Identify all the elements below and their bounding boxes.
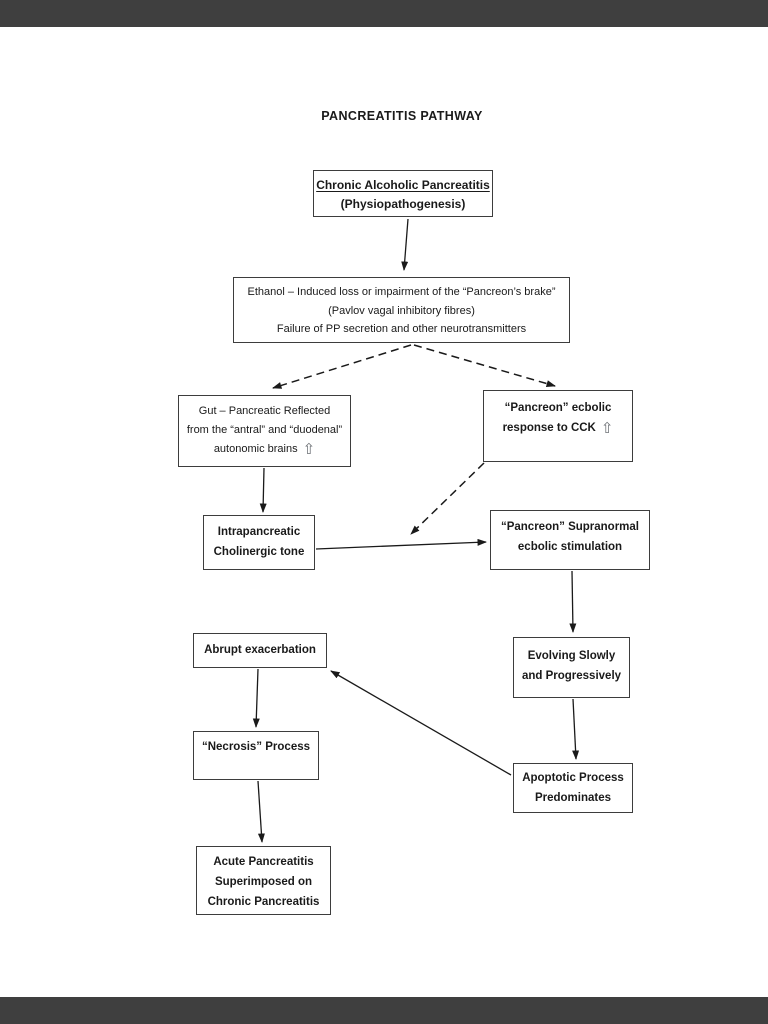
arrow-gut-to-intrapancreatic (259, 467, 267, 513)
arrow-pancreon-to-junction (410, 462, 485, 535)
increase-arrow-icon: ⇧ (302, 440, 316, 458)
arrow-root-to-ethanol (401, 218, 409, 271)
arrow-abrupt-to-necrosis (252, 668, 260, 728)
node-line-text: response to CCK (502, 422, 596, 434)
node-line: “Pancreon” Supranormal (500, 521, 640, 533)
flow-node-necrosis-process: “Necrosis” Process (193, 731, 319, 780)
arrow-intrapancreatic-to-supranormal (315, 538, 487, 550)
node-line: autonomic brains ⇧ (179, 440, 350, 459)
node-line: “Necrosis” Process (201, 741, 311, 753)
viewer-top-bar (0, 0, 768, 27)
page-title: PANCREATITIS PATHWAY (321, 109, 483, 123)
node-line: Abrupt exacerbation (204, 644, 316, 656)
node-line: Failure of PP secretion and other neurot… (276, 323, 527, 335)
flow-node-acute-pancreatitis-superimposed: Acute Pancreatitis Superimposed on Chron… (196, 846, 331, 915)
node-line: (Pavlov vagal inhibitory fibres) (328, 304, 475, 317)
node-line: “Pancreon” ecbolic (504, 402, 612, 414)
flow-node-chronic-alcoholic-pancreatitis: Chronic Alcoholic Pancreatitis (Physiopa… (313, 170, 493, 217)
node-line: Gut – Pancreatic Reflected (198, 405, 331, 417)
node-line: Chronic Alcoholic Pancreatitis (316, 178, 490, 192)
node-line-text: autonomic brains (213, 443, 298, 455)
node-line: Evolving Slowly (527, 650, 616, 662)
flow-node-evolving-slowly-progressively: Evolving Slowly and Progressively (513, 637, 630, 698)
arrow-apoptotic-to-abrupt (330, 670, 512, 776)
node-line: from the “antral” and “duodenal” (186, 424, 343, 436)
arrow-ethanol-to-gut (272, 344, 412, 389)
node-line: Acute Pancreatitis (213, 856, 314, 868)
node-line: Superimposed on (214, 876, 313, 888)
node-line: (Physiopathogenesis) (340, 197, 466, 211)
arrow-evolving-to-apoptotic (572, 698, 580, 760)
flow-node-pancreon-supranormal-stimulation: “Pancreon” Supranormal ecbolic stimulati… (490, 510, 650, 570)
flow-node-ethanol-induced-loss: Ethanol – Induced loss or impairment of … (233, 277, 570, 343)
node-line: Intrapancreatic (217, 526, 301, 538)
node-line: Ethanol – Induced loss or impairment of … (247, 286, 556, 298)
arrow-necrosis-to-acute (257, 780, 265, 843)
node-line: response to CCK ⇧ (484, 418, 632, 438)
flow-node-gut-pancreatic-reflected: Gut – Pancreatic Reflected from the “ant… (178, 395, 351, 467)
node-line: ecbolic stimulation (517, 541, 623, 553)
node-line: Cholinergic tone (213, 546, 305, 558)
arrow-supranormal-to-evolving (569, 570, 577, 633)
node-line: and Progressively (521, 670, 622, 682)
flow-node-intrapancreatic-cholinergic-tone: Intrapancreatic Cholinergic tone (203, 515, 315, 570)
flow-node-apoptotic-process-predominates: Apoptotic Process Predominates (513, 763, 633, 813)
node-line: Chronic Pancreatitis (207, 896, 320, 908)
flow-node-pancreon-ecbolic-response: “Pancreon” ecbolic response to CCK ⇧ (483, 390, 633, 462)
node-line: Predominates (534, 792, 612, 804)
increase-arrow-icon: ⇧ (600, 419, 614, 437)
arrow-ethanol-to-pancreon (413, 344, 556, 387)
flow-node-abrupt-exacerbation: Abrupt exacerbation (193, 633, 327, 668)
node-line: Apoptotic Process (522, 772, 624, 784)
viewer-bottom-bar (0, 997, 768, 1024)
